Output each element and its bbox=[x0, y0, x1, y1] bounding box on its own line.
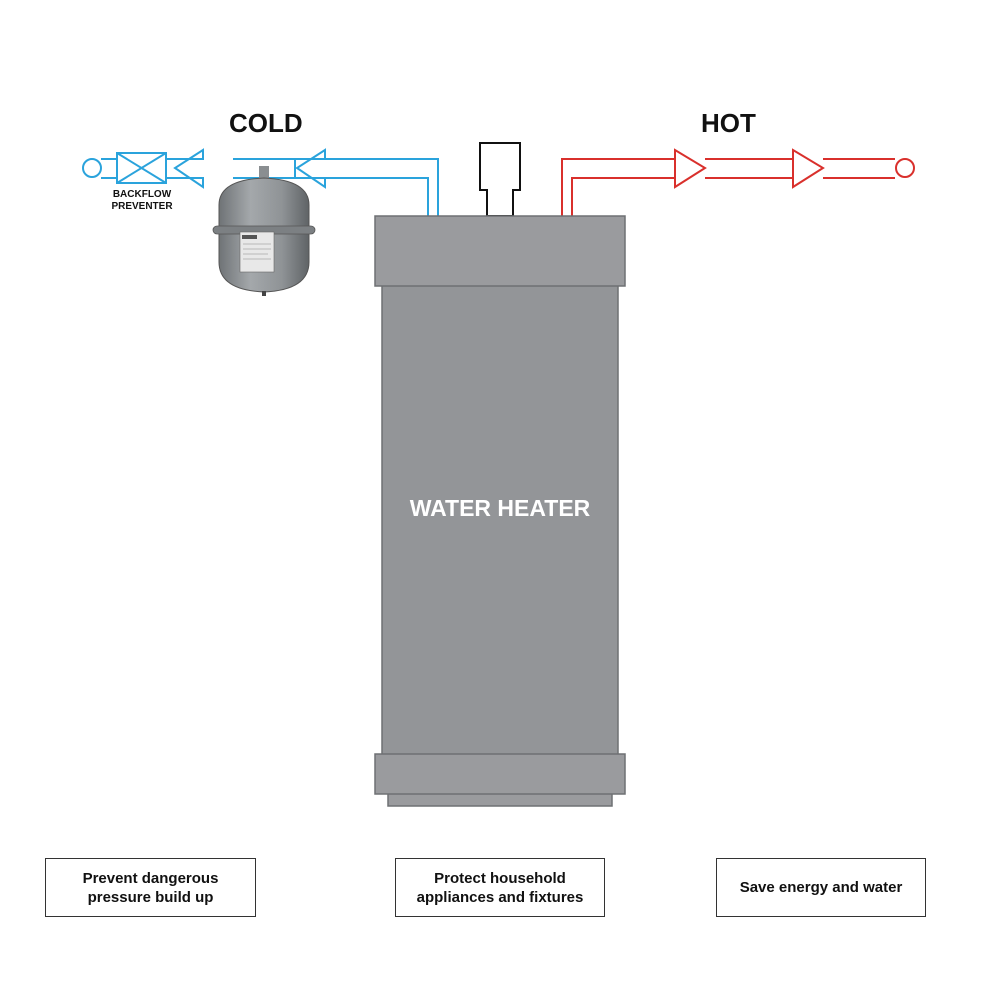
backflow-preventer-label-line2: PREVENTER bbox=[111, 201, 173, 212]
hot-pipe bbox=[561, 158, 895, 216]
benefit-text-line2: pressure build up bbox=[87, 888, 214, 906]
water-heater-tank bbox=[374, 215, 626, 807]
hot-outlet-cap bbox=[895, 158, 915, 178]
backflow-preventer-label: BACKFLOW PREVENTER bbox=[95, 189, 189, 213]
benefit-text-line2: appliances and fixtures bbox=[416, 888, 584, 906]
cold-flow-arrow-1 bbox=[165, 148, 204, 189]
expansion-tank-icon bbox=[212, 166, 316, 296]
benefit-text-line1: Save energy and water bbox=[739, 879, 903, 896]
benefit-text-line1: Prevent dangerous bbox=[82, 869, 219, 887]
cold-inlet-cap bbox=[82, 158, 102, 178]
benefit-box-protect: Protect household appliances and fixture… bbox=[395, 858, 605, 917]
vent-pipe-icon bbox=[479, 142, 521, 217]
benefit-text-line1: Protect household bbox=[434, 869, 566, 887]
benefit-box-pressure: Prevent dangerous pressure build up bbox=[45, 858, 256, 917]
hot-flow-arrow-1 bbox=[674, 148, 707, 189]
backflow-preventer-icon bbox=[116, 152, 167, 184]
benefit-text: Save energy and water bbox=[740, 878, 903, 897]
benefit-text: Prevent dangerous pressure build up bbox=[83, 869, 219, 907]
hot-flow-arrow-2 bbox=[792, 148, 825, 189]
benefit-box-save: Save energy and water bbox=[716, 858, 926, 917]
cold-flow-arrow-2 bbox=[294, 148, 326, 189]
benefit-text: Protect household appliances and fixture… bbox=[417, 869, 584, 907]
cold-label: COLD bbox=[229, 108, 303, 138]
backflow-preventer-label-line1: BACKFLOW bbox=[112, 189, 172, 200]
hot-label: HOT bbox=[701, 108, 756, 138]
water-heater-label: WATER HEATER bbox=[409, 495, 591, 521]
